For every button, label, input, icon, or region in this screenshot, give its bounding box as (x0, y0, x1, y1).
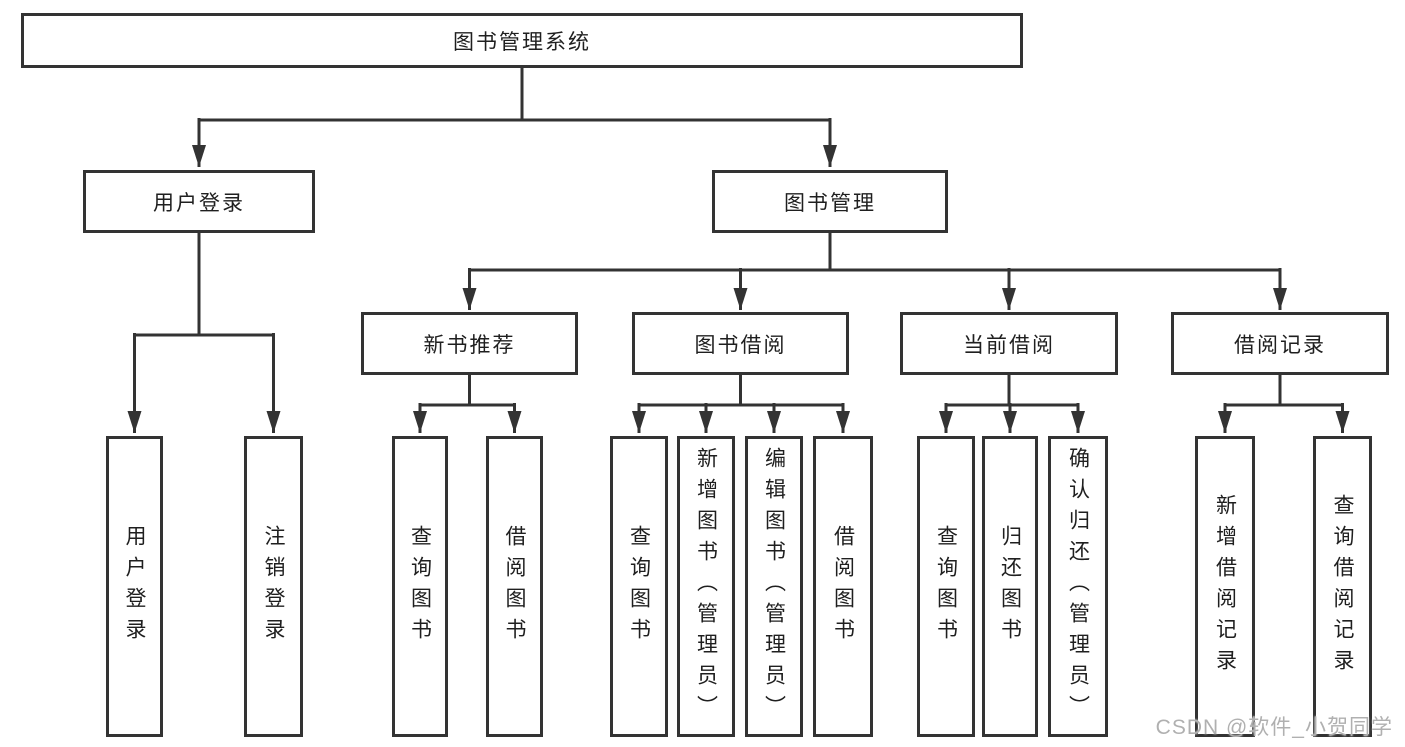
leaf-label: 新增图书（管理员） (694, 447, 718, 726)
csdn-watermark: CSDN @软件_小贺同学 (1155, 716, 1393, 739)
leaf-newbooks-borrow-books: 借阅图书 (486, 436, 543, 737)
leaf-label: 查询借阅记录 (1331, 493, 1354, 680)
leaf-current-return-books: 归还图书 (982, 436, 1038, 737)
node-new-book-recommend: 新书推荐 (361, 312, 578, 375)
leaf-records-add-borrow-record: 新增借阅记录 (1195, 436, 1255, 737)
leaf-borrow-borrow-books: 借阅图书 (813, 436, 873, 737)
leaf-label: 新增借阅记录 (1213, 493, 1237, 680)
leaf-borrow-add-books-admin: 新增图书（管理员） (677, 436, 735, 737)
leaf-label: 借阅图书 (503, 524, 526, 649)
leaf-borrow-query-books: 查询图书 (610, 436, 668, 737)
node-label: 图书管理系统 (453, 30, 591, 54)
node-book-management: 图书管理 (712, 170, 948, 233)
node-label: 当前借阅 (963, 333, 1055, 357)
leaf-label: 编辑图书（管理员） (762, 447, 786, 726)
node-user-login: 用户登录 (83, 170, 315, 233)
leaf-user-login: 用户登录 (106, 436, 163, 737)
node-label: 新书推荐 (423, 333, 516, 357)
leaf-records-query-borrow-record: 查询借阅记录 (1313, 436, 1372, 737)
node-label: 借阅记录 (1234, 333, 1326, 357)
leaf-label: 查询图书 (627, 524, 651, 649)
node-label: 图书借阅 (694, 333, 787, 357)
leaf-label: 归还图书 (998, 524, 1022, 649)
leaf-current-confirm-return-admin: 确认归还（管理员） (1048, 436, 1108, 737)
leaf-logout: 注销登录 (244, 436, 303, 737)
leaf-label: 注销登录 (262, 524, 285, 649)
leaf-label: 查询图书 (934, 524, 958, 649)
leaf-newbooks-query-books: 查询图书 (392, 436, 448, 737)
node-label: 图书管理 (784, 191, 876, 215)
leaf-label: 借阅图书 (831, 524, 855, 649)
node-book-borrow: 图书借阅 (632, 312, 849, 375)
node-library-management-system: 图书管理系统 (21, 13, 1023, 68)
node-current-borrow: 当前借阅 (900, 312, 1118, 375)
node-label: 用户登录 (153, 191, 245, 215)
leaf-label: 用户登录 (123, 524, 146, 649)
leaf-label: 确认归还（管理员） (1066, 447, 1090, 726)
leaf-current-query-books: 查询图书 (917, 436, 975, 737)
leaf-label: 查询图书 (408, 524, 432, 649)
leaf-borrow-edit-books-admin: 编辑图书（管理员） (745, 436, 803, 737)
node-borrow-records: 借阅记录 (1171, 312, 1389, 375)
